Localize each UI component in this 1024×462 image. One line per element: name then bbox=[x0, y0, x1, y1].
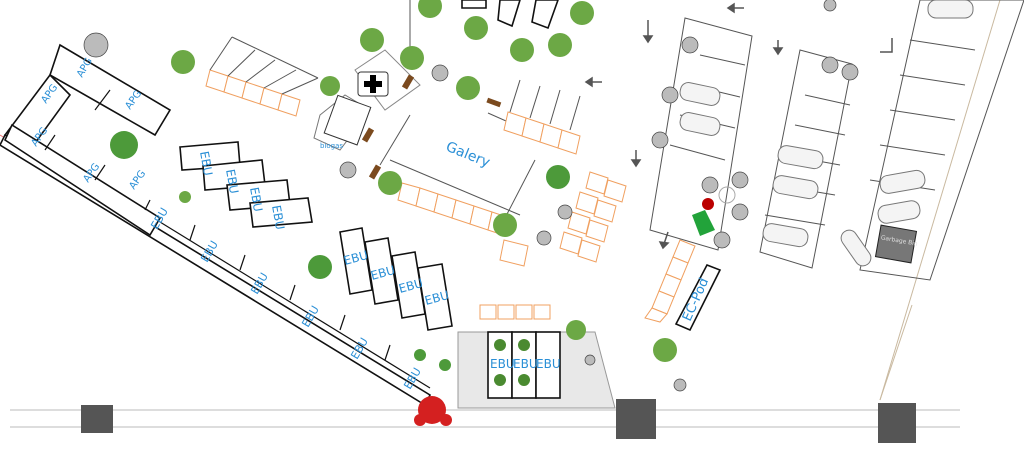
biogas-label: biogas bbox=[320, 142, 343, 150]
ebu-label: EBU bbox=[197, 150, 215, 177]
flowering-tree bbox=[414, 396, 452, 426]
ebu-label: EBU bbox=[490, 357, 515, 371]
ebu-label: EBU bbox=[342, 248, 369, 268]
car bbox=[927, 0, 974, 19]
ec-pod-label: EC-Pod bbox=[680, 276, 712, 324]
car bbox=[762, 223, 809, 248]
drain-grate bbox=[616, 399, 656, 439]
parking-slots-top-left bbox=[205, 36, 319, 117]
ebu-label: EBU bbox=[269, 204, 287, 231]
ebu-label: EBU bbox=[401, 365, 424, 391]
ebu-label: EBU bbox=[369, 263, 396, 283]
ebu-units-row-1: EBU EBU EBU EBU bbox=[179, 141, 313, 231]
ebu-label: EBU bbox=[423, 288, 450, 308]
drain-grate bbox=[81, 405, 113, 433]
umbrella-icon bbox=[702, 198, 714, 210]
garden-kiosk bbox=[692, 186, 736, 236]
ebu-label: EBU bbox=[397, 276, 424, 296]
ebu-label: EBU bbox=[513, 357, 538, 371]
top-buildings bbox=[461, 0, 559, 30]
car bbox=[679, 112, 721, 136]
car bbox=[679, 82, 721, 106]
direction-arrows bbox=[584, 2, 893, 250]
first-aid-building: biogas bbox=[313, 49, 421, 151]
parking-lot-right bbox=[649, 0, 1024, 281]
ebu-units-row-2: EBU EBU EBU EBU bbox=[339, 227, 453, 331]
ebu-label: EBU bbox=[198, 238, 221, 264]
vegetation bbox=[83, 0, 859, 426]
ebu-label: EBU bbox=[247, 186, 265, 213]
parking-slots-center bbox=[559, 171, 627, 263]
green-kiosk bbox=[692, 210, 715, 236]
galery-label: Galery bbox=[444, 139, 493, 171]
ebu-label: EBU bbox=[248, 270, 271, 296]
garbage-bin: Garbage Bin bbox=[874, 224, 918, 264]
car bbox=[840, 229, 872, 267]
car bbox=[879, 169, 926, 194]
apg-label: APG bbox=[127, 169, 148, 192]
plaza: EBU EBU EBU bbox=[457, 331, 616, 409]
parking-slots-bottom bbox=[479, 304, 551, 320]
ebu-label: EBU bbox=[148, 205, 171, 231]
car bbox=[772, 175, 819, 200]
apg-ebu-block bbox=[0, 43, 432, 407]
drain-grate bbox=[878, 403, 916, 443]
parking-slots-ec-pod bbox=[644, 239, 696, 323]
car bbox=[777, 145, 824, 170]
ebu-label: EBU bbox=[536, 357, 561, 371]
ebu-label: EBU bbox=[299, 303, 322, 329]
car bbox=[877, 200, 921, 224]
first-aid-cross-icon bbox=[364, 75, 382, 93]
ebu-label: EBU bbox=[223, 168, 241, 195]
